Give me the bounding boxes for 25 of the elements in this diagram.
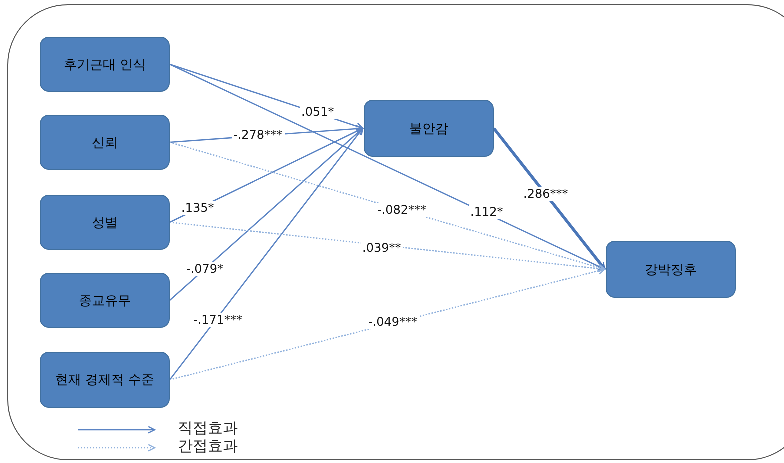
variable-box: 불안감 [364, 100, 494, 157]
arrow [170, 142, 606, 272]
edge-label: -.082*** [376, 203, 429, 217]
variable-box: 후기근대 인식 [40, 37, 170, 92]
edge-label: .051* [300, 105, 336, 119]
edge-label: .135* [180, 201, 216, 215]
arrow [169, 128, 364, 380]
arrow [170, 128, 364, 301]
variable-box: 종교유무 [40, 273, 170, 328]
variable-box: 성별 [40, 195, 170, 250]
legend-text: 직접효과 [178, 419, 238, 438]
edge-label: -.171*** [192, 313, 245, 327]
edge-label: .039** [360, 241, 404, 255]
variable-box: 신뢰 [40, 115, 170, 170]
edge-label: -.278*** [232, 128, 285, 142]
edge-label: .112* [468, 205, 506, 219]
edge-label: .286*** [522, 187, 570, 201]
arrow [492, 128, 606, 270]
edge-label: -.049*** [366, 315, 420, 329]
edge-label: -.079* [184, 262, 226, 276]
arrow [170, 222, 606, 273]
variable-box: 강박징후 [606, 241, 736, 298]
arrow [170, 267, 606, 381]
variable-box: 현재 경제적 수준 [40, 352, 170, 408]
legend-text: 간접효과 [178, 437, 238, 456]
